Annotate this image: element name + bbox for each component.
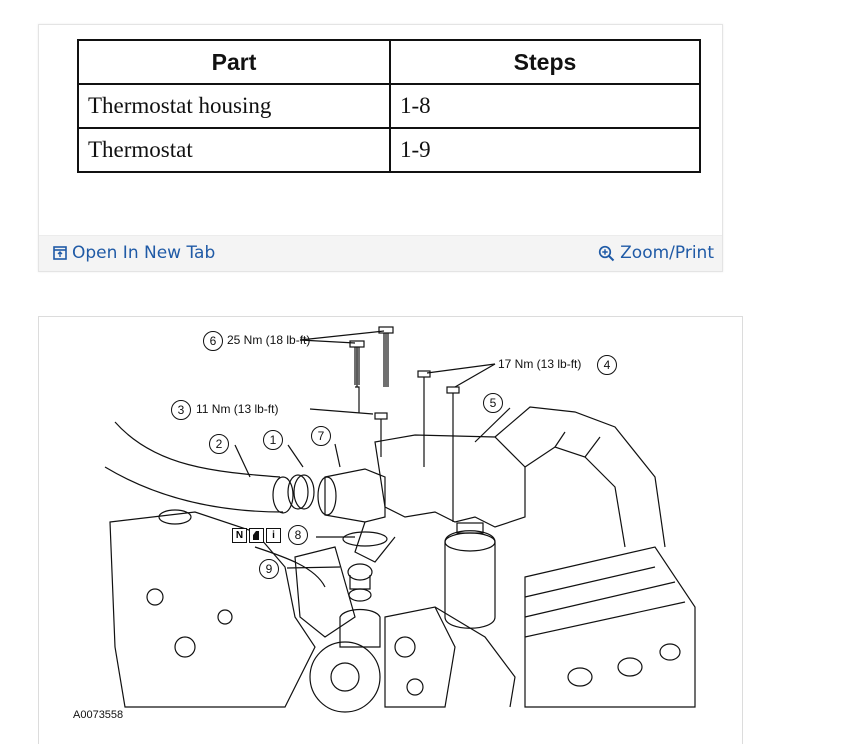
table-cell-part: Thermostat <box>77 127 391 173</box>
thermostat-diagram: 6 25 Nm (18 lb-ft) 17 Nm (13 lb-ft) 4 3 … <box>55 317 710 727</box>
card-footer: Open In New Tab Zoom/Print <box>39 235 722 271</box>
callout-1: 1 <box>263 430 283 450</box>
callout-7: 7 <box>311 426 331 446</box>
table-header-row: Part Steps <box>77 39 701 85</box>
zoom-print-label: Zoom/Print <box>620 243 714 263</box>
callout-2: 2 <box>209 434 229 454</box>
torque-label-3: 11 Nm (13 lb-ft) <box>196 402 279 416</box>
table-cell-steps: 1-9 <box>389 127 701 173</box>
procedure-table-card: Part Steps Thermostat housing 1-8 Thermo… <box>38 24 723 272</box>
callout-3: 3 <box>171 400 191 420</box>
open-external-icon <box>53 246 67 260</box>
torque-label-6: 25 Nm (18 lb-ft) <box>227 333 311 347</box>
engine-illustration <box>104 326 696 713</box>
zoom-print-link[interactable]: Zoom/Print <box>598 243 714 263</box>
callout-8: 8 <box>288 525 308 545</box>
open-in-new-tab-link[interactable]: Open In New Tab <box>53 243 215 263</box>
table-cell-steps: 1-8 <box>389 83 701 129</box>
callout-4: 4 <box>597 355 617 375</box>
table-row: Thermostat housing 1-8 <box>77 83 701 129</box>
column-header-steps: Steps <box>389 39 701 85</box>
zoom-in-icon <box>599 245 615 261</box>
column-header-part: Part <box>77 39 391 85</box>
parts-steps-table: Part Steps Thermostat housing 1-8 Thermo… <box>77 39 701 173</box>
callout-6: 6 <box>203 331 223 351</box>
badge-info: i <box>266 528 281 543</box>
diagram-card: 6 25 Nm (18 lb-ft) 17 Nm (13 lb-ft) 4 3 … <box>38 316 743 744</box>
open-in-new-tab-label: Open In New Tab <box>72 243 216 263</box>
table-row: Thermostat 1-9 <box>77 127 701 173</box>
callout-5: 5 <box>483 393 503 413</box>
callout-9: 9 <box>259 559 279 579</box>
figure-id: A0073558 <box>73 709 124 721</box>
torque-label-4: 17 Nm (13 lb-ft) <box>498 357 582 371</box>
table-cell-part: Thermostat housing <box>77 83 391 129</box>
badge-new-part: N <box>232 528 247 543</box>
badge-oil-icon <box>249 528 264 543</box>
